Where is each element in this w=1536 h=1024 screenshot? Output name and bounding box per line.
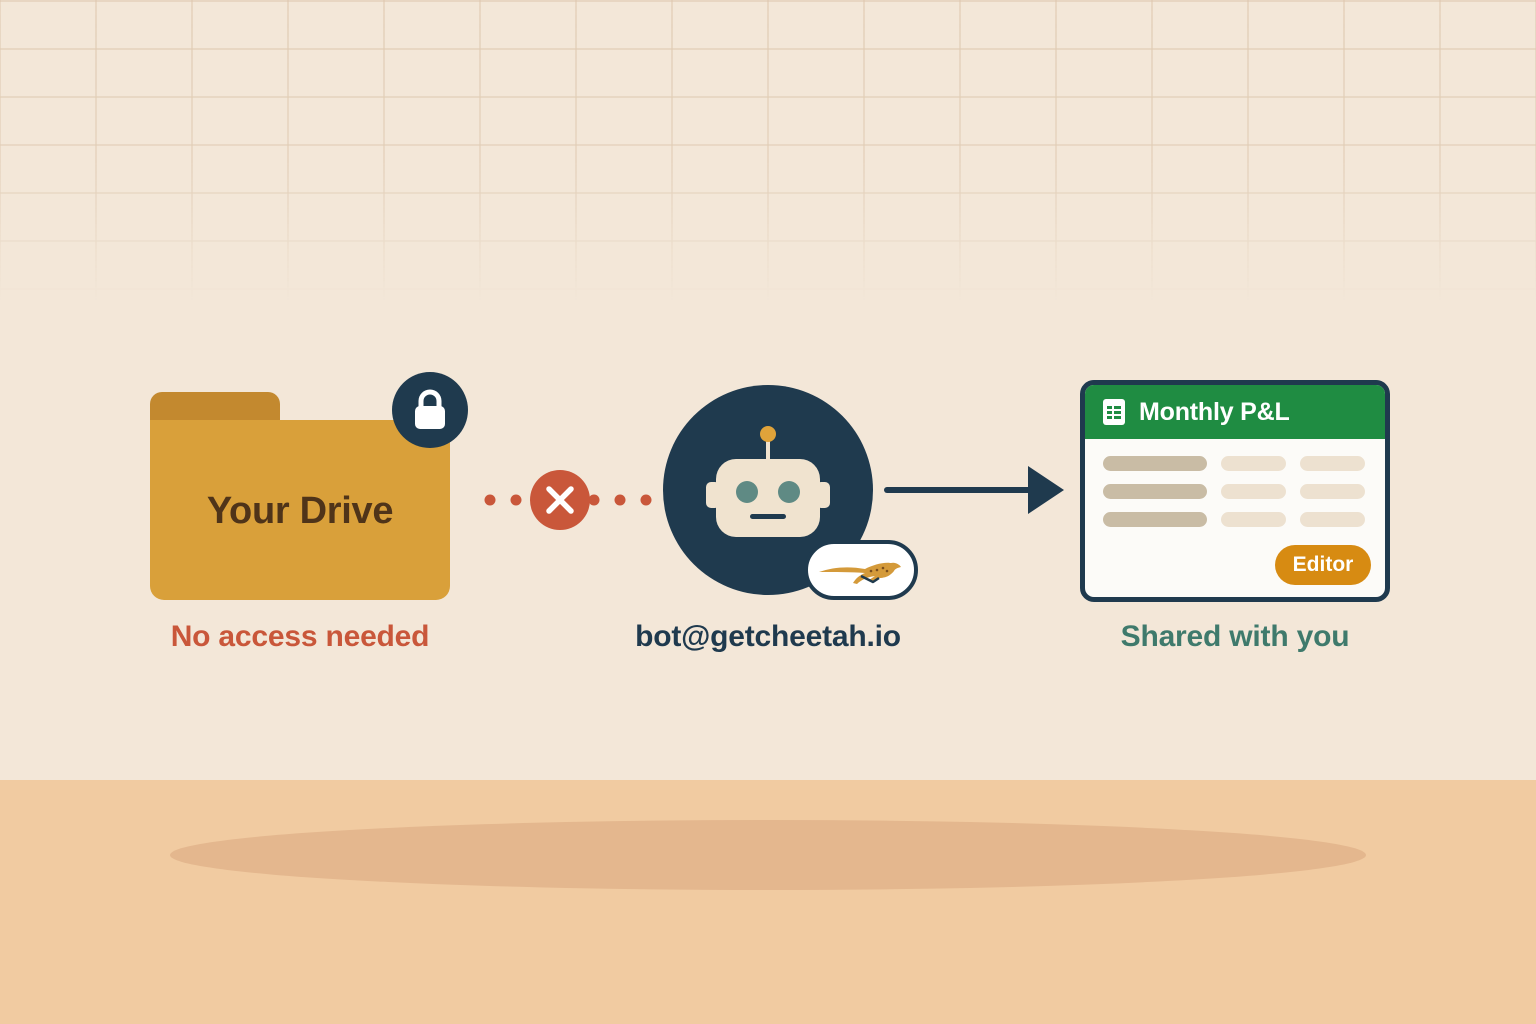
- sheet-cell: [1221, 456, 1286, 471]
- bot-email: bot@getcheetah.io: [635, 620, 901, 653]
- sheet-cell: [1103, 456, 1207, 471]
- cheetah-logo-icon: [819, 562, 901, 584]
- robot-icon: [706, 426, 830, 537]
- blocked-connector: [484, 494, 652, 506]
- background-grid: [0, 0, 1536, 300]
- shared-sheet-card: Monthly P&L Editor: [1080, 380, 1390, 602]
- sheet-header: Monthly P&L: [1085, 385, 1385, 439]
- sheet-cell: [1221, 512, 1286, 527]
- floor-shadow: [170, 820, 1366, 890]
- blocked-badge: [530, 470, 590, 530]
- sheet-cell: [1300, 512, 1365, 527]
- sheet-cell: [1103, 484, 1207, 499]
- share-arrow: [884, 466, 1064, 514]
- floor: [0, 780, 1536, 1024]
- sheets-icon: [1103, 399, 1125, 425]
- lock-badge: [392, 372, 468, 448]
- sheet-cell: [1103, 512, 1207, 527]
- lock-icon: [415, 389, 445, 429]
- folder-label: Your Drive: [206, 489, 394, 532]
- sheet-cell: [1300, 456, 1365, 471]
- editor-role-badge: Editor: [1275, 545, 1371, 585]
- sheet-cell: [1300, 484, 1365, 499]
- sheet-cell: [1221, 484, 1286, 499]
- x-icon: [546, 486, 574, 514]
- cheetah-logo-badge: [804, 540, 918, 600]
- sheet-caption: Shared with you: [1120, 620, 1350, 653]
- sheet-title: Monthly P&L: [1139, 397, 1290, 426]
- folder-caption: No access needed: [170, 620, 430, 653]
- drive-folder: Your Drive: [150, 420, 450, 600]
